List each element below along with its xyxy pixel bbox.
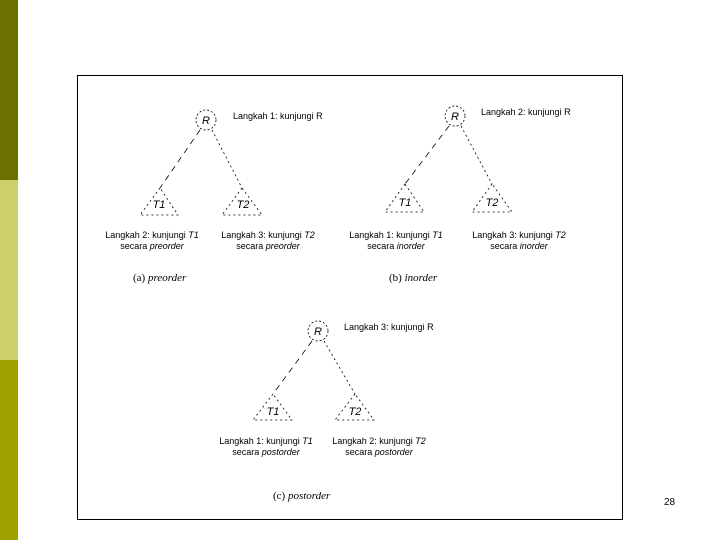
panel-preorder: R Langkah 1: kunjungi R T1 T2 Langkah 2:…	[105, 109, 323, 284]
right-subtree-triangle	[471, 183, 513, 213]
root-step-label: Langkah 1: kunjungi R	[233, 111, 323, 121]
edge-right	[460, 125, 493, 185]
root-node-label: R	[202, 115, 210, 127]
right-subtree-label: T2	[349, 406, 362, 418]
right-subtree-label: T2	[237, 199, 250, 211]
edge-left	[404, 125, 450, 185]
right-step-line1: Langkah 2: kunjungi T2	[332, 436, 426, 446]
page-number: 28	[664, 497, 676, 508]
sidebar-stripe	[0, 0, 18, 540]
left-subtree-triangle	[252, 393, 293, 421]
sidebar-segment-top	[0, 0, 18, 180]
root-step-label: Langkah 3: kunjungi R	[344, 322, 434, 332]
right-step-line1: Langkah 3: kunjungi T2	[472, 230, 566, 240]
right-subtree-triangle	[221, 187, 263, 216]
edge-left	[272, 340, 313, 395]
figure-frame	[77, 75, 623, 520]
left-step-line1: Langkah 2: kunjungi T1	[105, 230, 199, 240]
root-node-label: R	[314, 326, 322, 338]
left-step-line1: Langkah 1: kunjungi T1	[349, 230, 443, 240]
right-step-line1: Langkah 3: kunjungi T2	[221, 230, 315, 240]
panel-postorder: R Langkah 3: kunjungi R T1 T2 Langkah 1:…	[219, 320, 434, 502]
root-node-label: R	[451, 111, 459, 123]
left-step-line2: secara inorder	[367, 241, 426, 251]
right-step-line2: secara inorder	[490, 241, 549, 251]
left-subtree-label: T1	[267, 406, 280, 418]
left-step-line2: secara postorder	[232, 447, 301, 457]
left-subtree-label: T1	[399, 197, 412, 209]
panel-inorder: R Langkah 2: kunjungi R T1 T2 Langkah 1:…	[349, 105, 571, 284]
edge-left	[159, 129, 201, 189]
sidebar-segment-middle	[0, 180, 18, 360]
panel-caption: (a) preorder	[133, 272, 187, 284]
root-node-circle	[307, 320, 329, 342]
panel-caption: (c) postorder	[273, 490, 331, 502]
root-node-circle	[444, 105, 466, 127]
left-step-line1: Langkah 1: kunjungi T1	[219, 436, 313, 446]
left-subtree-label: T1	[153, 199, 166, 211]
root-step-label: Langkah 2: kunjungi R	[481, 107, 571, 117]
root-node-circle	[195, 109, 217, 131]
edge-right	[323, 340, 356, 395]
left-subtree-triangle	[384, 183, 425, 213]
right-step-line2: secara postorder	[345, 447, 414, 457]
panel-caption: (b) inorder	[389, 272, 438, 284]
right-subtree-triangle	[334, 393, 375, 421]
sidebar-segment-bottom	[0, 360, 18, 540]
edge-right	[211, 129, 243, 189]
right-step-line2: secara preorder	[236, 241, 301, 251]
left-step-line2: secara preorder	[120, 241, 185, 251]
left-subtree-triangle	[139, 187, 179, 216]
right-subtree-label: T2	[486, 197, 499, 209]
